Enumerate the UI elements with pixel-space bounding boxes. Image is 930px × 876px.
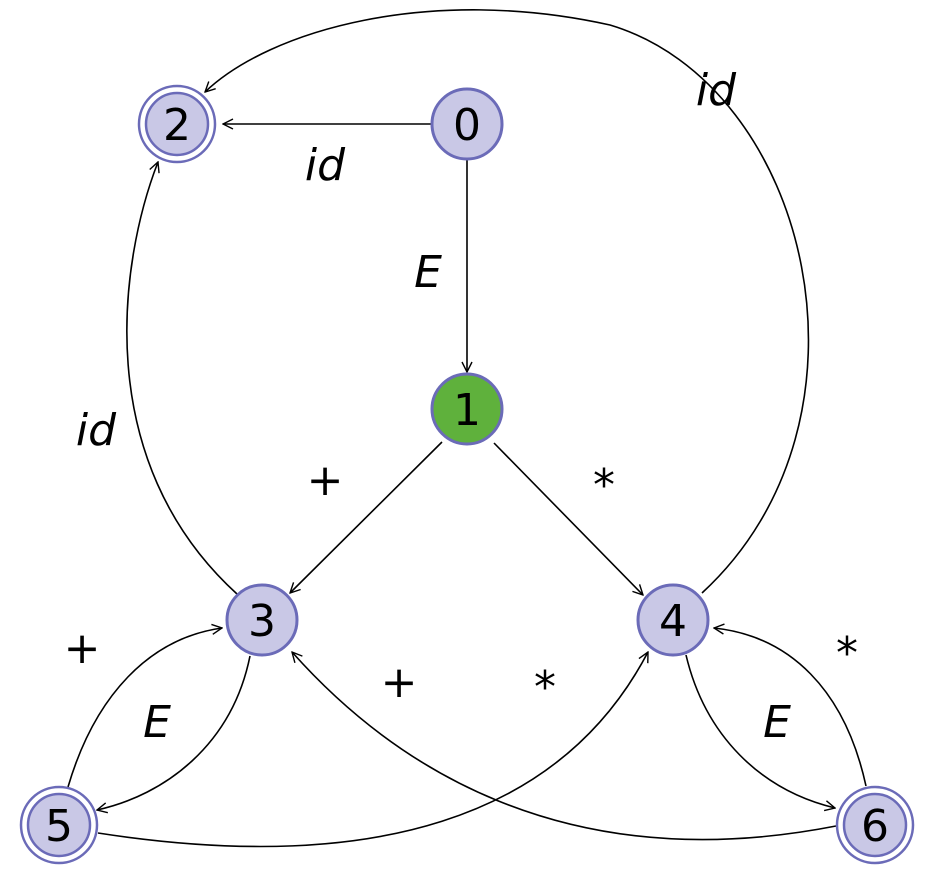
edge-label-4-2: id — [696, 65, 737, 116]
state-label: 0 — [453, 100, 481, 151]
edge-6-4 — [714, 628, 867, 787]
state-5: 5 — [19, 785, 99, 865]
state-label: 2 — [163, 100, 191, 151]
edge-5-3 — [67, 628, 222, 788]
state-4: 4 — [636, 583, 710, 657]
edge-4-2 — [205, 9, 810, 594]
state-6: 6 — [835, 785, 915, 865]
state-label: 3 — [248, 596, 276, 647]
edge-label-5-3: + — [64, 623, 101, 674]
edge-3-5 — [97, 655, 251, 810]
edge-1-3 — [290, 441, 443, 593]
state-0: 0 — [430, 87, 504, 161]
state-2: 2 — [137, 84, 217, 164]
edge-label-4-6: E — [763, 697, 791, 748]
edge-6-3 — [292, 652, 837, 841]
edge-label-1-4: * — [593, 460, 615, 511]
state-label: 5 — [45, 801, 73, 852]
edge-3-2 — [126, 162, 238, 595]
edge-label-0-1: E — [414, 247, 442, 298]
edge-5-4 — [97, 652, 648, 848]
state-1: 1 — [430, 372, 504, 446]
edge-1-4 — [493, 442, 643, 595]
state-label: 1 — [453, 385, 481, 436]
edge-label-1-3: + — [307, 455, 344, 506]
edge-label-3-2: id — [76, 405, 117, 456]
state-label: 6 — [861, 801, 889, 852]
edge-label-6-3: + — [381, 657, 418, 708]
edge-label-5-4: * — [534, 662, 556, 713]
edge-label-6-4: * — [836, 628, 858, 679]
state-label: 4 — [659, 596, 687, 647]
state-3: 3 — [225, 583, 299, 657]
edge-4-6 — [685, 654, 835, 808]
edge-label-3-5: E — [143, 697, 171, 748]
edge-label-0-2: id — [305, 140, 346, 191]
